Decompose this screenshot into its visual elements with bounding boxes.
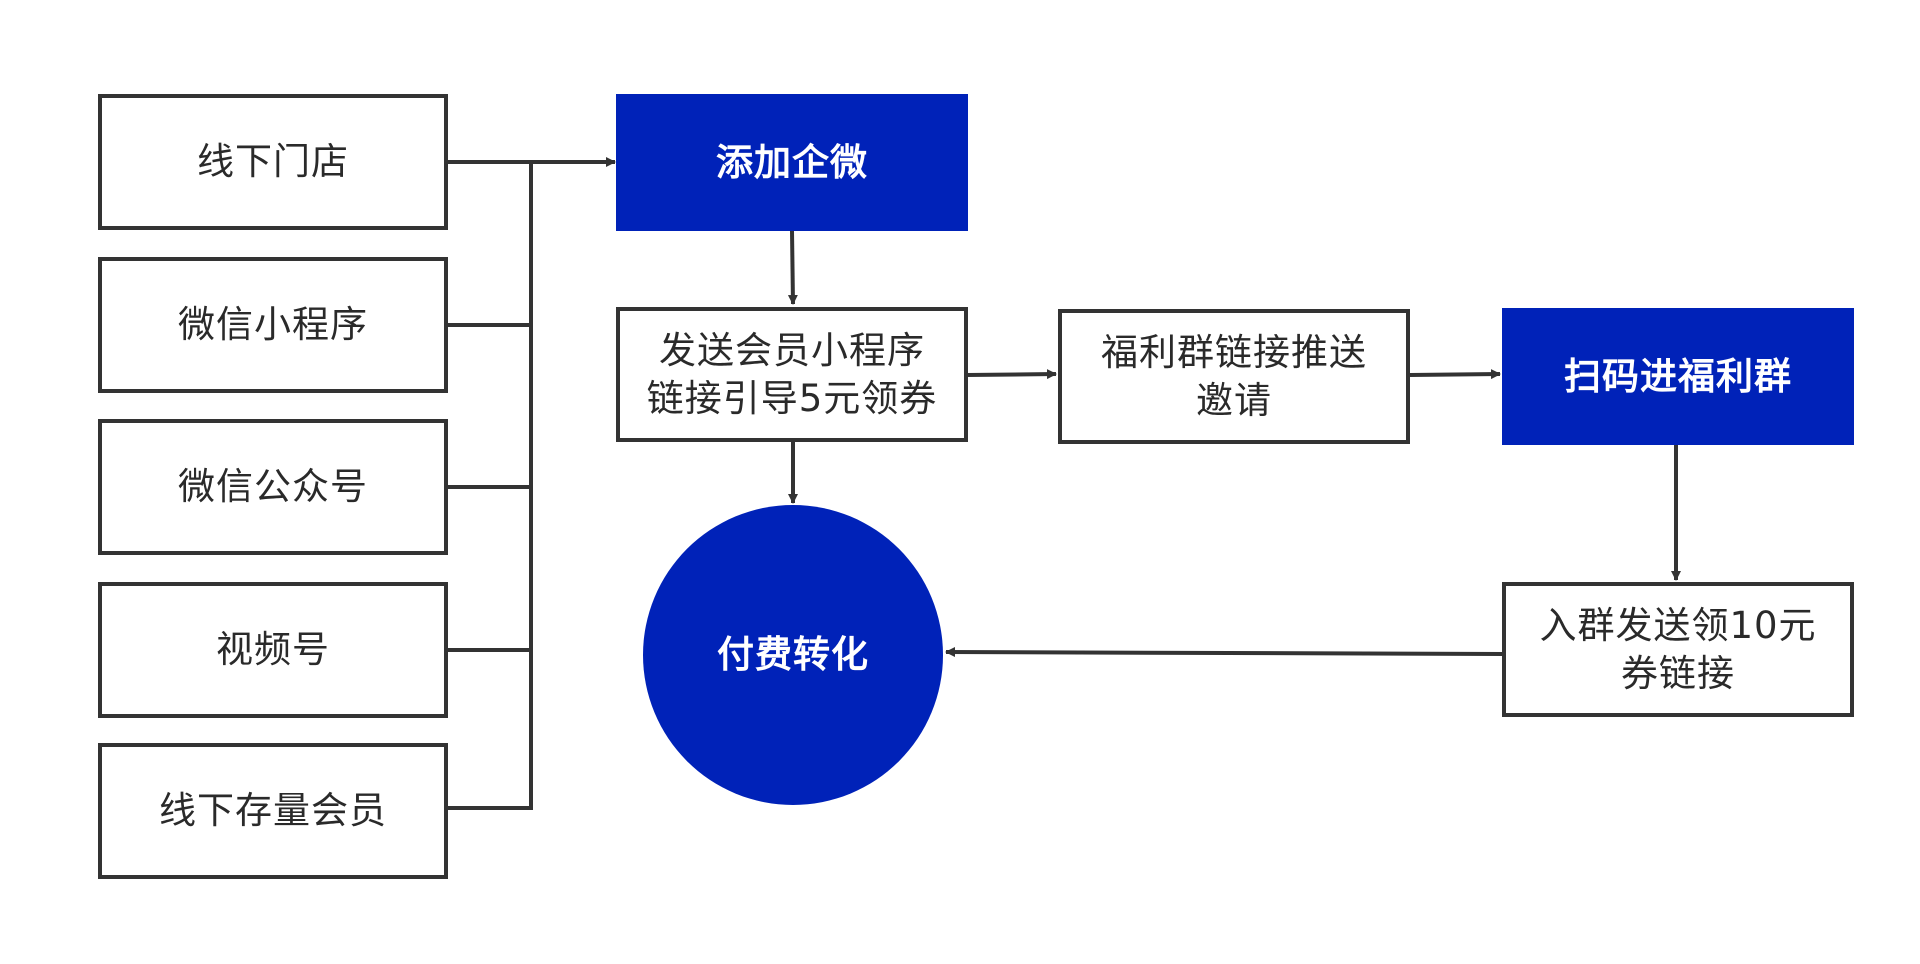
step-join-group-coupon-link: 入群发送领10元 券链接	[1502, 582, 1854, 717]
source-wechat-mini-program-label: 微信小程序	[178, 303, 368, 346]
source-video-channel-label: 视频号	[216, 628, 330, 671]
source-offline-existing-members-label: 线下存量会员	[159, 789, 387, 832]
arrow-to-send-member	[787, 230, 798, 305]
arrow-to-push-link	[966, 369, 1057, 380]
arrow-to-scan-join	[1409, 369, 1501, 380]
step-add-wecom-label: 添加企微	[716, 140, 868, 184]
step-push-group-link: 福利群链接推送 邀请	[1058, 309, 1410, 444]
step-scan-join-group: 扫码进福利群	[1502, 308, 1854, 445]
source-offline-store-label: 线下门店	[197, 140, 349, 183]
step-paid-conversion: 付费转化	[643, 505, 943, 805]
step-send-member-mini-program-label: 发送会员小程序 链接引导5元领券	[646, 328, 938, 420]
source-wechat-mini-program: 微信小程序	[98, 257, 448, 393]
source-offline-existing-members: 线下存量会员	[98, 743, 448, 879]
step-push-group-link-label: 福利群链接推送 邀请	[1101, 330, 1367, 422]
source-wechat-official-account-label: 微信公众号	[178, 465, 368, 508]
arrow-to-conversion-from-coupon	[945, 647, 1505, 658]
step-scan-join-group-label: 扫码进福利群	[1564, 354, 1792, 398]
source-wechat-official-account: 微信公众号	[98, 419, 448, 555]
step-paid-conversion-label: 付费转化	[717, 633, 869, 676]
source-offline-store: 线下门店	[98, 94, 448, 230]
step-send-member-mini-program: 发送会员小程序 链接引导5元领券	[616, 307, 968, 442]
step-add-wecom: 添加企微	[616, 94, 968, 231]
step-join-group-coupon-link-label: 入群发送领10元 券链接	[1539, 603, 1817, 695]
source-video-channel: 视频号	[98, 582, 448, 718]
